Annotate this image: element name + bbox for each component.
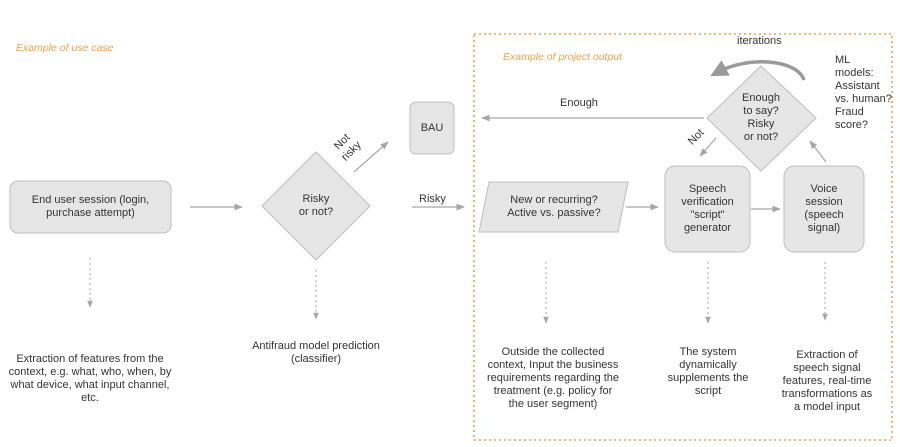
- end-user-session-label: End user session (login,purchase attempt…: [31, 194, 150, 219]
- arrow-not-risky-to-bau: [353, 141, 389, 173]
- project-output-frame: [473, 33, 893, 441]
- use-case-label: Example of use case: [16, 42, 114, 54]
- enough-edge-label: Enough: [560, 97, 598, 109]
- end-user-session-box: [9, 180, 172, 234]
- project-output-label: Example of project output: [503, 51, 623, 63]
- iterations-loop-arrow: [710, 60, 806, 81]
- new-or-recurring-parallelogram: [478, 181, 629, 233]
- speech-verification-box: [664, 165, 751, 253]
- risky-edge-label: Risky: [419, 193, 446, 205]
- arrow-enough-to-speech: [699, 137, 717, 157]
- enough-to-say-diamond: [706, 65, 817, 172]
- arrow-voice-to-enough: [809, 140, 827, 163]
- bau-label: BAU: [420, 121, 444, 134]
- voice-session-box: [783, 165, 865, 253]
- antifraud-description: Antifraud model prediction(classifier): [252, 340, 380, 365]
- iterations-label: iterations: [737, 35, 782, 47]
- bau-box: [409, 101, 455, 155]
- new-or-recurring-label: New or recurring?Active vs. passive?: [507, 194, 601, 219]
- risky-or-not-diamond: [261, 151, 371, 261]
